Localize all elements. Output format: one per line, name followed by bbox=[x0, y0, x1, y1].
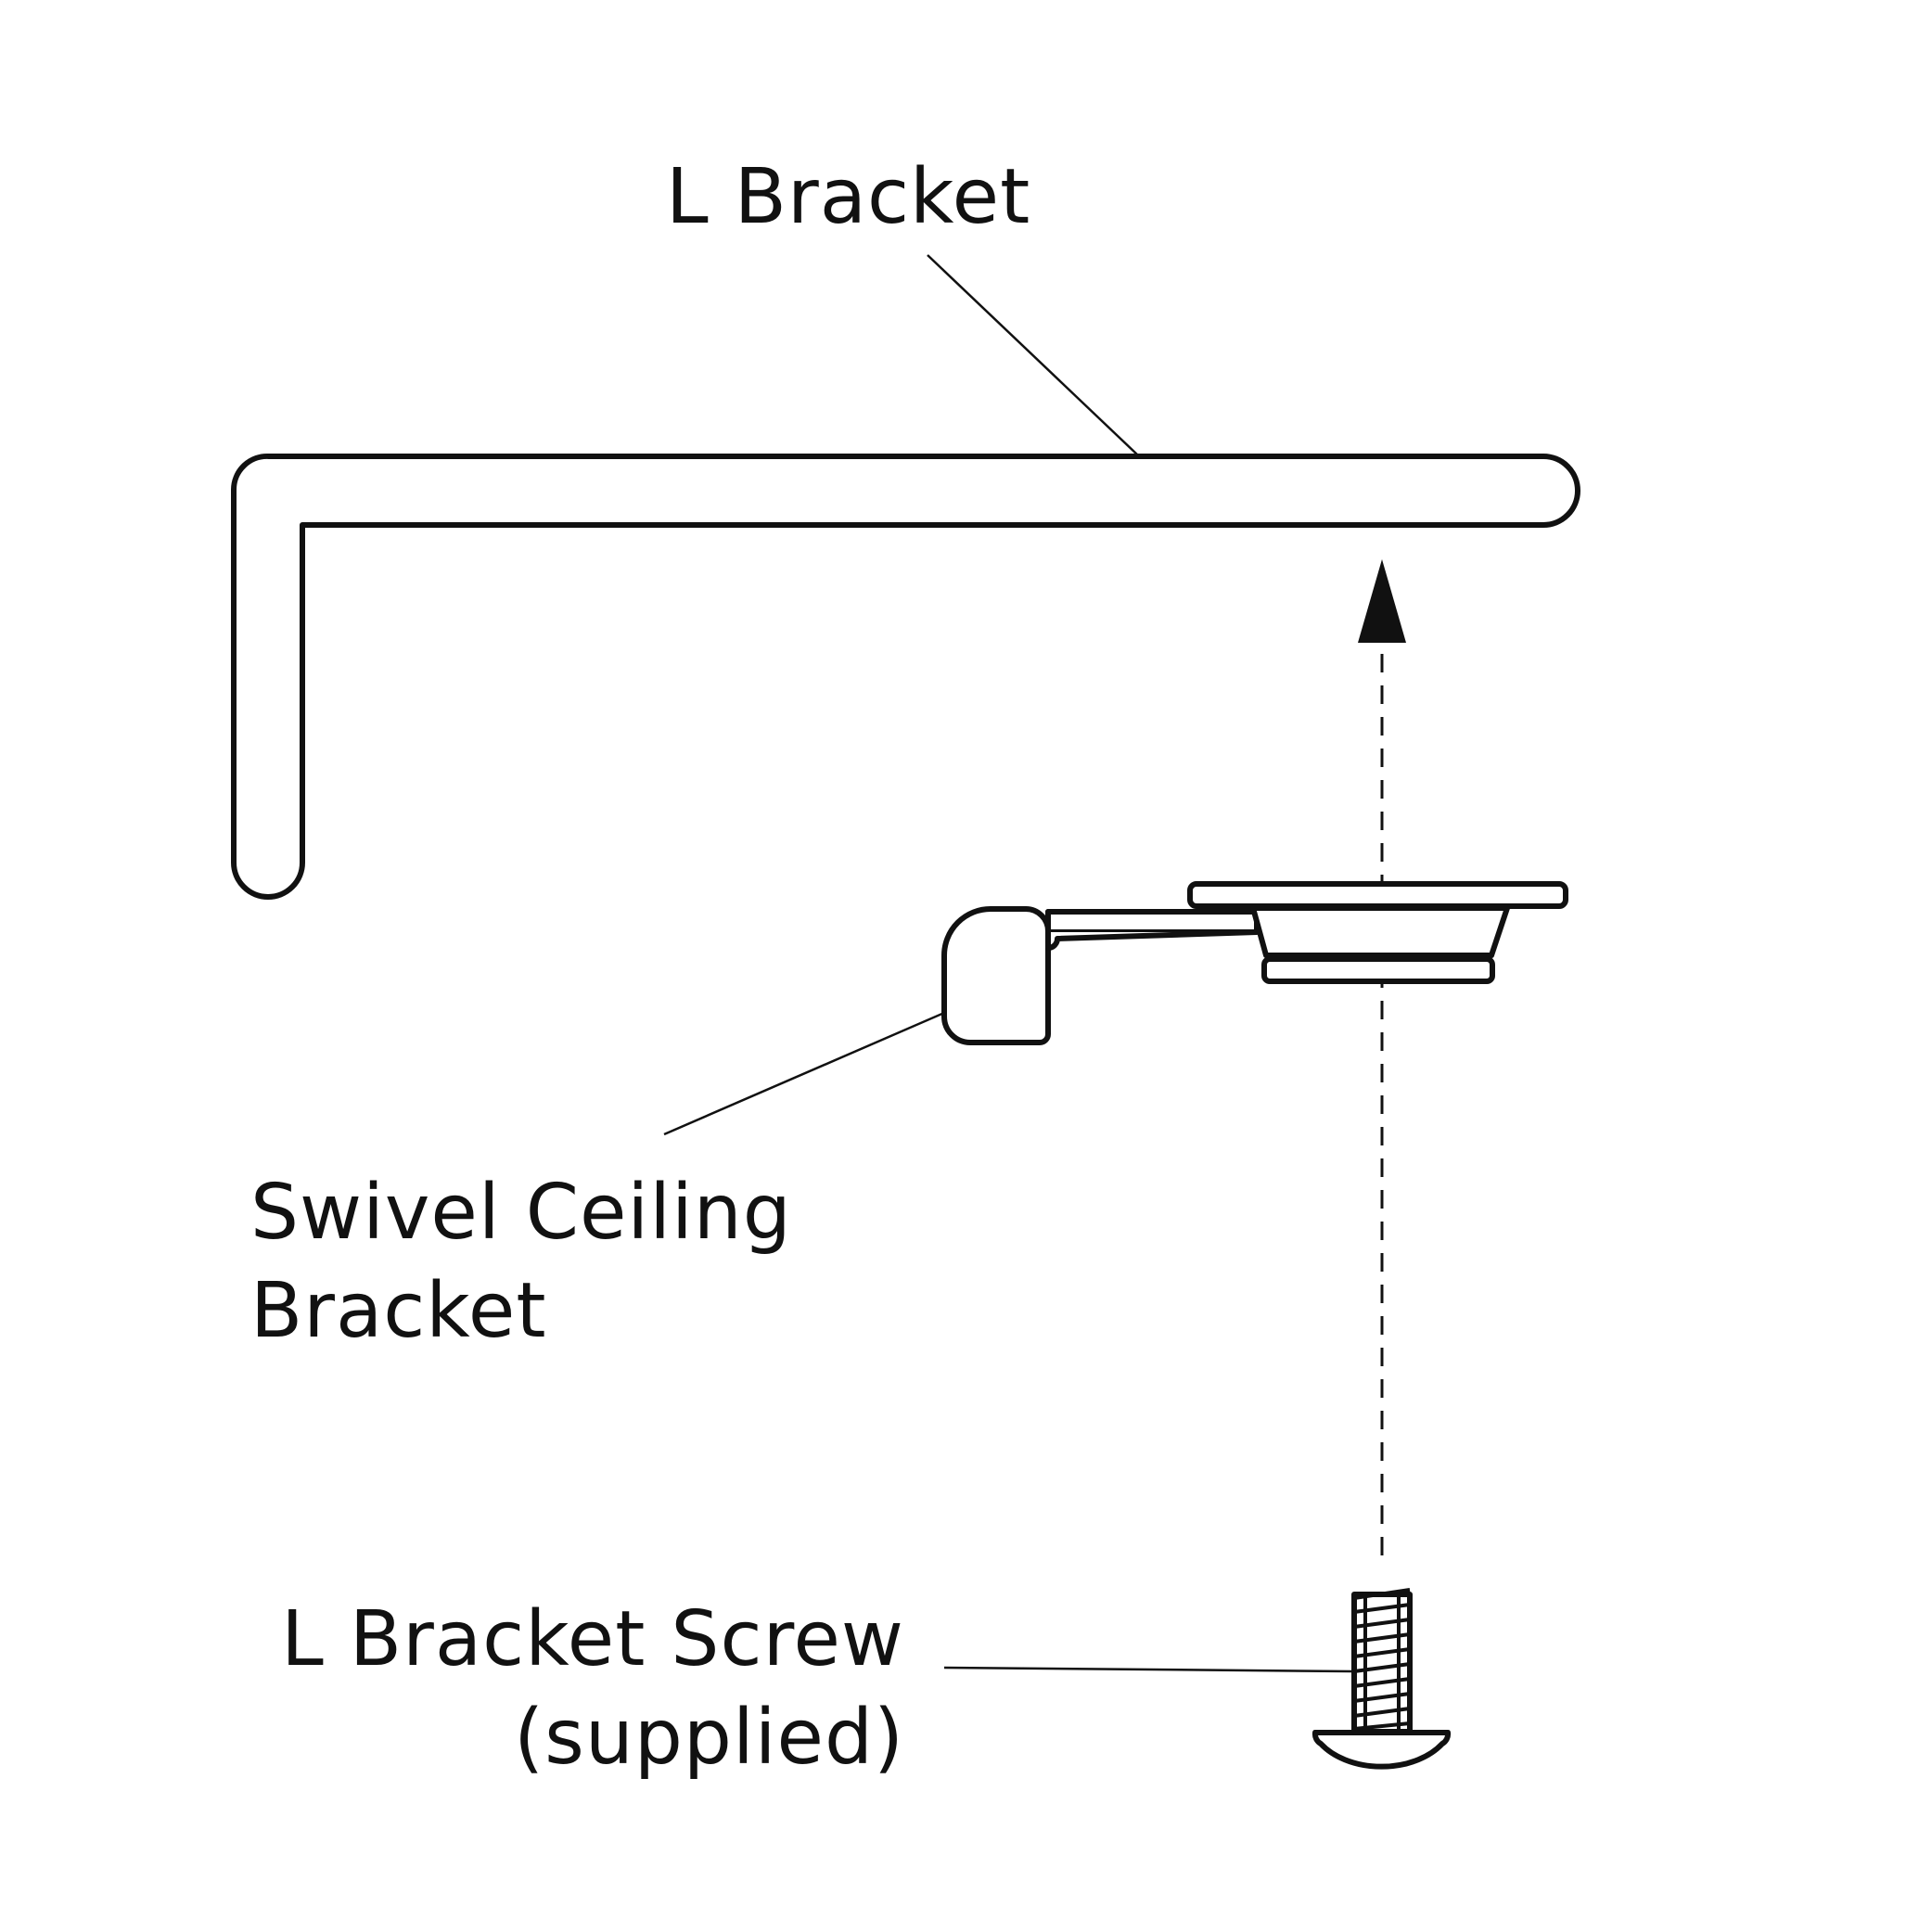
l-bracket-label-text: L Bracket bbox=[666, 153, 1031, 241]
screw-leader-line bbox=[943, 1666, 1353, 1673]
l-bracket-part bbox=[230, 453, 1580, 900]
swivel-label-line-1: Swivel Ceiling bbox=[250, 1169, 792, 1257]
screw-label-line-1: L Bracket Screw bbox=[281, 1595, 904, 1683]
l-bracket-label: L Bracket bbox=[666, 148, 1030, 247]
swivel-bracket-leader-line bbox=[663, 1011, 945, 1136]
swivel-ceiling-bracket-part bbox=[941, 881, 1568, 1045]
up-arrow-icon bbox=[1358, 559, 1406, 643]
l-bracket-screw-label: L Bracket Screw (supplied) bbox=[250, 1591, 904, 1787]
l-bracket-leader-line bbox=[927, 254, 1138, 455]
l-bracket-screw-part bbox=[1311, 1588, 1452, 1770]
screw-label-line-2: (supplied) bbox=[514, 1694, 904, 1782]
swivel-label-line-2: Bracket bbox=[250, 1267, 547, 1355]
swivel-ceiling-bracket-label: Swivel Ceiling Bracket bbox=[250, 1164, 792, 1361]
